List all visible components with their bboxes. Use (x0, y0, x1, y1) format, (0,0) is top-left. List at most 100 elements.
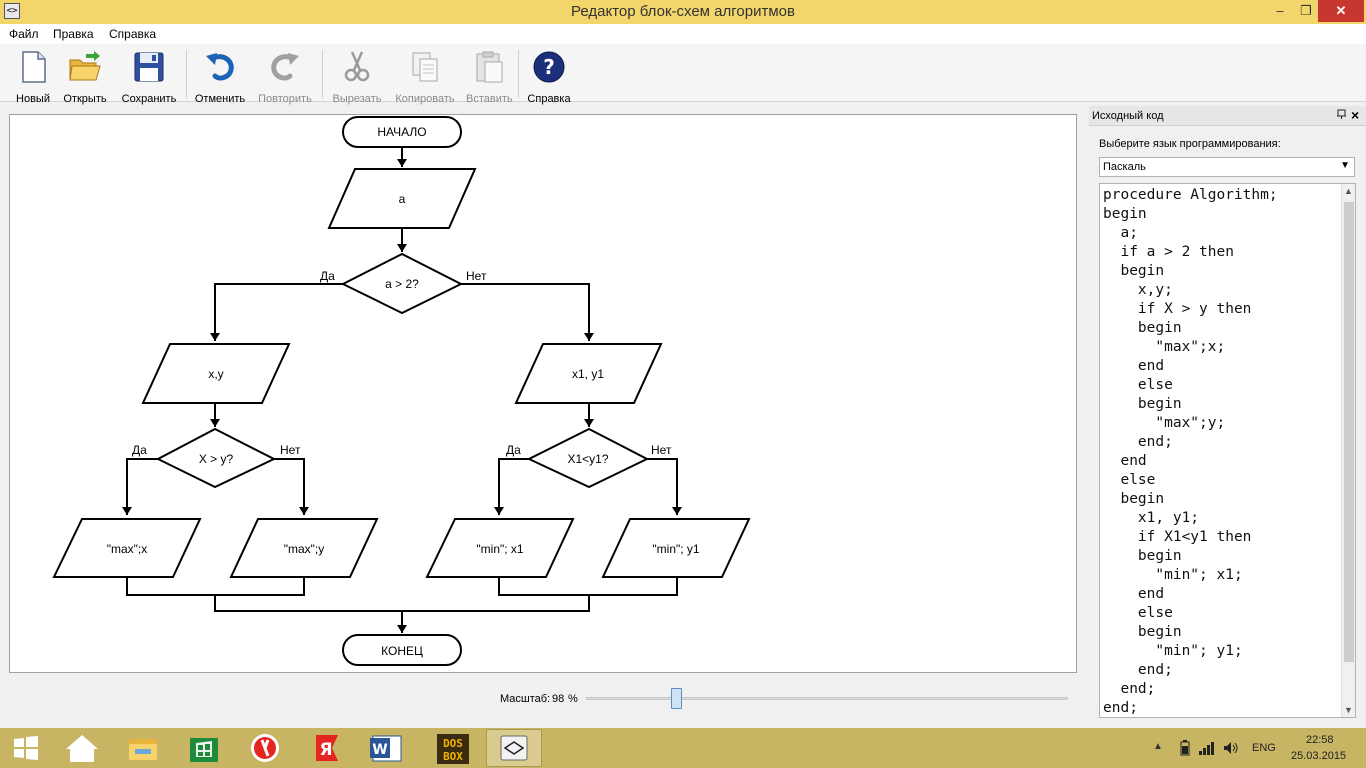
cut-button[interactable]: Вырезать (330, 50, 384, 105)
yandex-icon[interactable]: Я (298, 729, 354, 767)
scissors-icon (340, 50, 374, 84)
code-scrollbar-thumb[interactable] (1344, 202, 1354, 662)
input-language[interactable]: ENG (1252, 742, 1276, 754)
output-min-y1-block[interactable] (601, 518, 751, 578)
start-label: НАЧАЛО (377, 125, 426, 139)
minimize-button[interactable]: – (1276, 3, 1284, 18)
save-label: Сохранить (121, 93, 177, 105)
help-button[interactable]: ? Справка (526, 50, 572, 105)
copy-icon (408, 50, 442, 84)
no-label: Нет (466, 269, 487, 283)
close-icon[interactable]: × (1351, 107, 1360, 123)
start-button[interactable] (0, 729, 56, 767)
pin-icon[interactable] (1336, 109, 1347, 123)
flowchart-canvas[interactable]: НАЧАЛО a a > 2? x,y x1, y1 X > y? X1<y1?… (9, 114, 1077, 673)
signal-icon[interactable] (1199, 741, 1215, 758)
battery-icon[interactable] (1180, 740, 1190, 759)
menu-help[interactable]: Справка (109, 27, 157, 41)
scroll-up-arrow-icon[interactable]: ▲ (1344, 186, 1353, 196)
save-button[interactable]: Сохранить (119, 50, 179, 105)
input-xy-block[interactable] (141, 343, 291, 404)
help-label: Справка (527, 93, 571, 105)
yandex-browser-icon[interactable] (237, 729, 293, 767)
clock-date[interactable]: 25.03.2015 (1291, 750, 1347, 762)
copy-label: Копировать (395, 93, 455, 105)
end-label: КОНЕЦ (381, 644, 423, 658)
code-scrollbar[interactable]: ▲ ▼ (1341, 184, 1355, 717)
condition-x1y1-block[interactable] (526, 427, 650, 489)
svg-text:W: W (372, 742, 387, 758)
start-terminal[interactable] (342, 116, 462, 148)
language-label: Выберите язык программирования: (1099, 138, 1281, 150)
condition-a-label: a > 2? (385, 277, 419, 291)
output-min-x1-block[interactable] (425, 518, 575, 578)
file-explorer-icon[interactable] (115, 729, 171, 767)
open-button[interactable]: Открыть (60, 50, 110, 105)
paste-clipboard-icon (472, 50, 506, 84)
source-panel-title: Исходный код (1092, 110, 1164, 122)
toolbar-separator (322, 50, 323, 98)
svg-text:Я: Я (319, 740, 332, 760)
flowchart-editor-taskbar-icon[interactable] (486, 729, 542, 767)
menu-bar: Файл Правка Справка (0, 24, 1366, 44)
toolbar-separator (518, 50, 519, 98)
new-button[interactable]: Новый (14, 50, 52, 105)
redo-label: Повторить (258, 93, 312, 105)
condition-xy-label: X > y? (199, 452, 234, 466)
open-folder-icon (68, 50, 102, 84)
menu-edit[interactable]: Правка (53, 27, 94, 41)
toolbar-separator (186, 50, 187, 98)
app-icon[interactable]: <> (4, 3, 20, 19)
svg-text:BOX: BOX (443, 750, 463, 763)
word-icon[interactable]: W (359, 729, 415, 767)
paste-label: Вставить (466, 93, 513, 105)
desktop-icon[interactable] (54, 729, 110, 767)
toolbar: Новый Открыть Сохранить Отменить Повтори… (0, 44, 1366, 105)
copy-button[interactable]: Копировать (393, 50, 457, 105)
zoom-slider-thumb[interactable] (670, 688, 682, 709)
input-xy-label: x,y (208, 367, 223, 381)
input-x1y1-label: x1, y1 (572, 367, 604, 381)
scroll-down-arrow-icon[interactable]: ▼ (1344, 705, 1353, 715)
maximize-button[interactable]: ❐ (1300, 3, 1312, 18)
undo-arrow-icon (203, 50, 237, 84)
undo-button[interactable]: Отменить (194, 50, 246, 105)
output-max-x-block[interactable] (52, 518, 202, 578)
redo-arrow-icon (268, 50, 302, 84)
no-label: Нет (280, 443, 301, 457)
svg-text:DOS: DOS (443, 737, 463, 750)
new-document-icon (16, 50, 50, 84)
zoom-slider-track[interactable] (586, 697, 1068, 700)
output-max-y-block[interactable] (229, 518, 379, 578)
end-terminal[interactable] (342, 634, 462, 666)
no-label: Нет (651, 443, 672, 457)
language-select-value: Паскаль (1103, 161, 1146, 173)
source-panel-header: Исходный код × (1089, 106, 1366, 126)
zoom-unit: % (568, 693, 578, 705)
code-editor[interactable]: procedure Algorithm; begin a; if a > 2 t… (1099, 183, 1356, 718)
clock-time[interactable]: 22:58 (1306, 734, 1334, 746)
zoom-label: Масштаб: (500, 693, 551, 705)
svg-text:?: ? (543, 55, 555, 79)
save-floppy-icon (132, 50, 166, 84)
input-a-block[interactable] (327, 168, 477, 229)
language-select[interactable]: Паскаль ▼ (1099, 157, 1355, 177)
condition-a-block[interactable] (340, 252, 464, 315)
yes-label: Да (132, 443, 147, 457)
help-question-icon: ? (532, 50, 566, 84)
chevron-down-icon: ▼ (1340, 160, 1350, 171)
volume-icon[interactable] (1223, 741, 1239, 758)
tray-expand-icon[interactable]: ▲ (1153, 741, 1163, 752)
redo-button[interactable]: Повторить (256, 50, 314, 105)
close-button[interactable]: ✕ (1318, 0, 1364, 22)
paste-button[interactable]: Вставить (466, 50, 513, 105)
store-icon[interactable] (176, 729, 232, 767)
condition-xy-block[interactable] (155, 427, 277, 489)
menu-file[interactable]: Файл (9, 27, 39, 41)
input-x1y1-block[interactable] (514, 343, 663, 404)
undo-label: Отменить (194, 93, 246, 105)
window-title: Редактор блок-схем алгоритмов (571, 3, 795, 20)
yes-label: Да (506, 443, 521, 457)
